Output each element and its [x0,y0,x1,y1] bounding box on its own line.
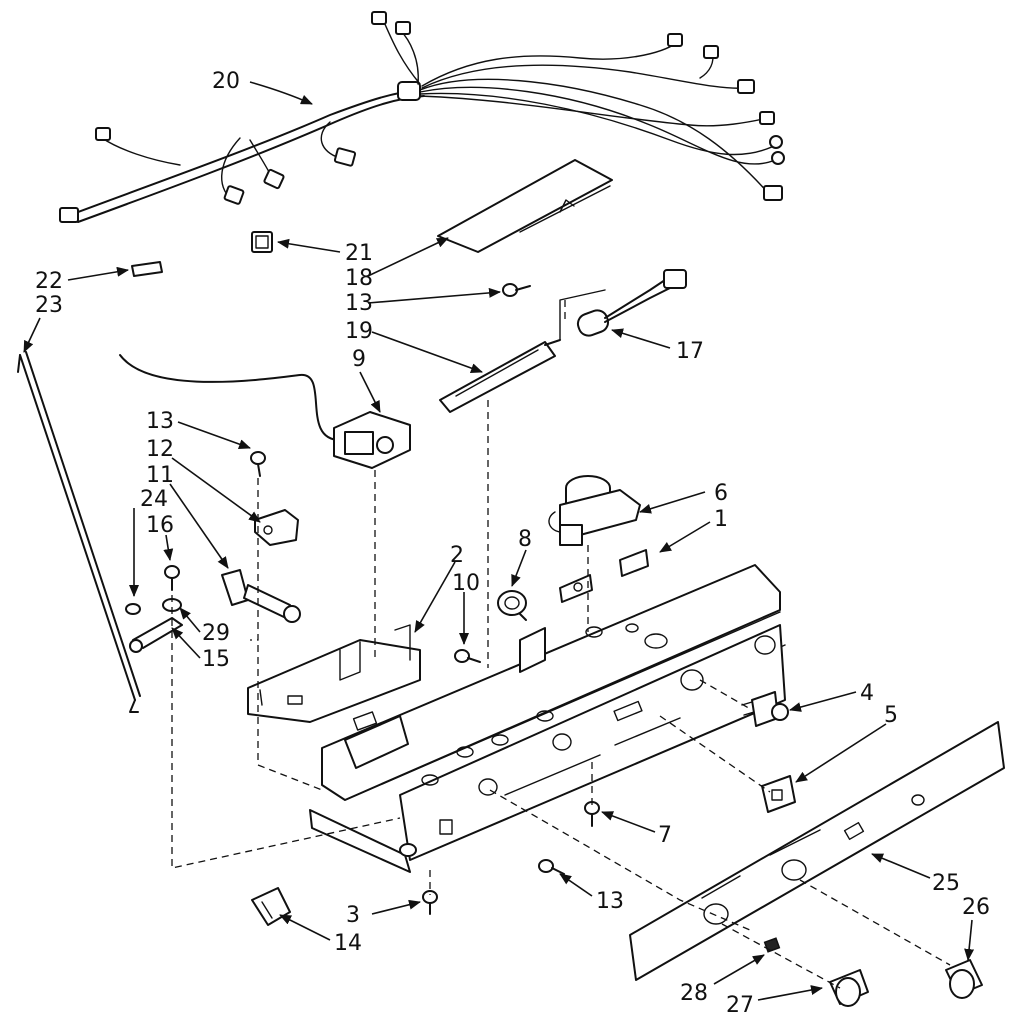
mounting-bracket [247,624,421,723]
assembly-lines [171,300,951,989]
callout-10: 10 [452,571,480,596]
clip-21 [251,231,273,253]
callout-14: 14 [334,931,362,956]
washer-24 [125,603,141,615]
wiring-harness [59,11,785,223]
tab-28 [763,937,781,953]
screw-16 [164,565,180,591]
screw-10 [454,649,481,663]
callout-13-bottom: 13 [596,889,624,914]
callout-21: 21 [345,241,373,266]
callout-19: 19 [345,319,373,344]
callout-23: 23 [35,293,63,318]
callout-15: 15 [202,647,230,672]
screw-3 [422,890,438,915]
callout-20: 20 [212,69,240,94]
callout-1: 1 [714,507,728,532]
heater-assembly [439,269,687,413]
knob-27 [829,969,869,1007]
callout-26: 26 [962,895,990,920]
callout-7: 7 [658,823,672,848]
defrost-timer [548,475,641,546]
callout-28: 28 [680,981,708,1006]
callout-9: 9 [352,347,366,372]
screw-13-left [250,451,266,477]
callout-24: 24 [140,487,168,512]
callout-18: 18 [345,266,373,291]
thermostat [119,354,411,469]
callout-22: 22 [35,269,63,294]
lever-15 [129,598,183,653]
callout-13-left: 13 [146,409,174,434]
callout-29: 29 [202,621,230,646]
control-rod [17,351,141,713]
control-housing [309,549,786,873]
screw-7 [584,801,600,827]
bracket-12 [254,509,299,546]
clip-14 [251,887,291,926]
clip-22 [131,261,163,277]
callout-5: 5 [884,703,898,728]
screw-13-bottom [538,859,565,875]
callout-12: 12 [146,437,174,462]
callout-13-top: 13 [345,291,373,316]
callout-labels: 20 21 18 22 23 13 19 17 9 13 12 11 24 16… [35,69,990,1018]
switch-5 [761,775,796,813]
callout-4: 4 [860,681,874,706]
callout-8: 8 [518,527,532,552]
cover-plate [437,159,613,253]
control-panel [629,721,1005,981]
callout-25: 25 [932,871,960,896]
knob-26 [945,959,983,999]
callout-11: 11 [146,463,174,488]
callout-6: 6 [714,481,728,506]
leader-lines [23,81,975,1001]
callout-2: 2 [450,543,464,568]
callout-16: 16 [146,513,174,538]
shaft-11 [221,569,301,623]
callout-3: 3 [346,903,360,928]
switch-4 [741,691,789,727]
callout-17: 17 [676,339,704,364]
screw-13-top [502,283,531,297]
callout-27: 27 [726,993,754,1018]
